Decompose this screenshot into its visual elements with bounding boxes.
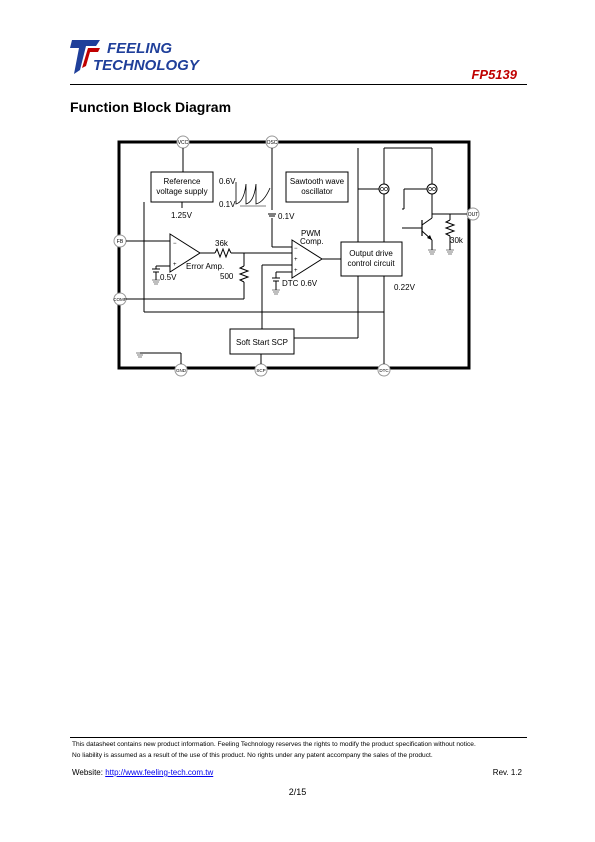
svg-text:Output drive: Output drive xyxy=(349,249,393,258)
pin-vcc: VCC xyxy=(176,135,190,149)
pin-comp: COMP xyxy=(113,292,127,306)
label-0-22v: 0.22V xyxy=(394,283,416,292)
pin-scp: SCP xyxy=(254,363,268,377)
footer-disclaimer-2: No liability is assumed as a result of t… xyxy=(72,752,433,759)
label-36k: 36k xyxy=(215,239,229,248)
footer-divider xyxy=(70,737,527,738)
pin-gnd: GND xyxy=(174,363,188,377)
svg-text:voltage supply: voltage supply xyxy=(156,187,207,196)
label-30k: 30k xyxy=(450,236,464,245)
label-0-1v-source: 0.1V xyxy=(278,212,295,221)
svg-text:+: + xyxy=(294,257,298,263)
section-title: Function Block Diagram xyxy=(70,99,232,115)
svg-text:FB: FB xyxy=(117,239,124,245)
pin-dtc: DTC xyxy=(377,363,391,377)
svg-text:−: − xyxy=(294,246,298,252)
page-number: 2/15 xyxy=(288,787,307,797)
label-0-1v-wave: 0.1V xyxy=(219,200,236,209)
revision: Rev. 1.2 xyxy=(492,768,522,777)
company-logo: FEELING TECHNOLOGY xyxy=(70,40,201,74)
label-0-5v: 0.5V xyxy=(160,273,177,282)
pin-osc: OSC xyxy=(265,135,279,149)
label-1-25v: 1.25V xyxy=(171,211,193,220)
footer-disclaimer-1: This datasheet contains new product info… xyxy=(72,741,476,748)
pwm-comparator: − + + xyxy=(291,239,323,279)
reference-voltage-block: Reference voltage supply xyxy=(150,171,214,203)
svg-text:−: − xyxy=(173,241,177,247)
svg-text:OUT: OUT xyxy=(468,212,479,218)
svg-text:COMP: COMP xyxy=(113,297,127,302)
error-amplifier: − + xyxy=(169,233,201,273)
pin-fb: FB xyxy=(113,234,127,248)
svg-text:Sawtooth wave: Sawtooth wave xyxy=(290,177,345,186)
logo-text-line2: TECHNOLOGY xyxy=(93,57,201,74)
label-pwm: PWM xyxy=(301,229,321,238)
website-link[interactable]: http://www.feeling-tech.com.tw xyxy=(105,768,214,777)
output-transistor xyxy=(421,217,433,241)
svg-text:SCP: SCP xyxy=(256,368,265,373)
resistor-500 xyxy=(238,265,250,283)
ic-outline xyxy=(117,140,471,370)
label-dtc-0-6v: DTC 0.6V xyxy=(282,279,318,288)
resistor-36k xyxy=(214,247,232,259)
svg-text:VCC: VCC xyxy=(178,140,189,146)
document-id: FP5139 xyxy=(471,67,517,82)
website-label: Website: xyxy=(72,768,106,777)
svg-text:OSC: OSC xyxy=(267,140,278,146)
sawtooth-wave-icon xyxy=(235,182,271,205)
sawtooth-oscillator-block: Sawtooth wave oscillator xyxy=(285,171,349,203)
svg-text:DTC: DTC xyxy=(379,368,389,373)
label-comp: Comp. xyxy=(300,237,324,246)
function-block-diagram: VCC OSC FB COMP OUT GND SCP DTC Referenc… xyxy=(113,135,480,377)
label-500: 500 xyxy=(220,272,234,281)
output-drive-block: Output drive control circuit xyxy=(340,241,403,277)
logo-mark-icon xyxy=(70,40,100,74)
pin-out: OUT xyxy=(466,207,480,221)
header-divider xyxy=(70,84,527,85)
svg-text:oscillator: oscillator xyxy=(301,187,333,196)
svg-text:+: + xyxy=(294,268,298,274)
resistor-30k xyxy=(444,219,456,237)
svg-text:Reference: Reference xyxy=(164,177,201,186)
svg-text:+: + xyxy=(173,262,177,268)
logo-text-line1: FEELING xyxy=(107,40,172,57)
label-error-amp: Error Amp. xyxy=(186,262,224,271)
svg-text:control circuit: control circuit xyxy=(347,259,395,268)
footer-website: Website: http://www.feeling-tech.com.tw xyxy=(72,768,213,777)
label-0-6v: 0.6V xyxy=(219,177,236,186)
svg-text:Soft Start SCP: Soft Start SCP xyxy=(236,338,288,347)
soft-start-scp-block: Soft Start SCP xyxy=(229,328,295,355)
svg-text:GND: GND xyxy=(176,368,187,373)
